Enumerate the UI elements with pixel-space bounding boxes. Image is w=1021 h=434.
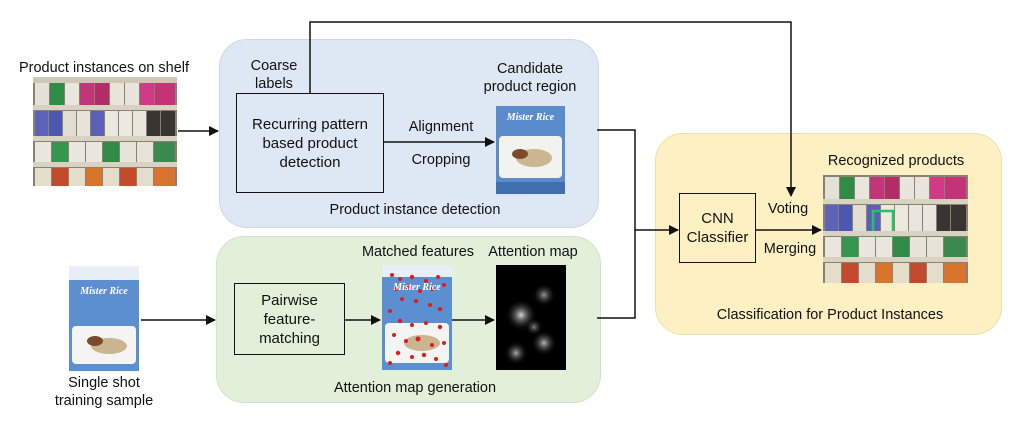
recognized-products-image: [823, 175, 968, 283]
coarse-labels-label: Coarse labels: [250, 58, 298, 92]
attention-generation-title: Attention map generation: [333, 380, 497, 396]
candidate-region-label: Candidate product region: [483, 61, 577, 95]
candidate-brand-text: Mister Rice: [506, 112, 555, 123]
candidate-region-image: Mister Rice: [496, 96, 565, 194]
classification-title: Classification for Product Instances: [716, 307, 944, 323]
cropping-label: Cropping: [411, 152, 471, 168]
shelf-input-image: [33, 77, 177, 186]
matched-features-label: Matched features: [361, 244, 475, 260]
alignment-label: Alignment: [408, 119, 474, 135]
recurring-pattern-detection-box: Recurring pattern based product detectio…: [236, 93, 384, 193]
matched-brand-text: Mister Rice: [393, 282, 441, 293]
single-shot-training-image: Mister Rice: [69, 266, 139, 371]
product-brand-text: Mister Rice: [80, 286, 128, 297]
merging-label: Merging: [763, 241, 817, 257]
single-shot-label: Single shot training sample: [54, 375, 154, 409]
pairwise-feature-matching-box: Pairwise feature- matching: [234, 283, 345, 355]
matched-features-image: Mister Rice: [382, 265, 452, 370]
voting-label: Voting: [767, 201, 809, 217]
attention-map-label: Attention map: [488, 244, 578, 260]
cnn-classifier-box: CNN Classifier: [679, 193, 756, 263]
recognized-products-label: Recognized products: [827, 153, 965, 169]
shelf-input-label: Product instances on shelf: [18, 60, 190, 76]
attention-map-image: [496, 265, 566, 370]
instance-detection-title: Product instance detection: [329, 202, 501, 218]
